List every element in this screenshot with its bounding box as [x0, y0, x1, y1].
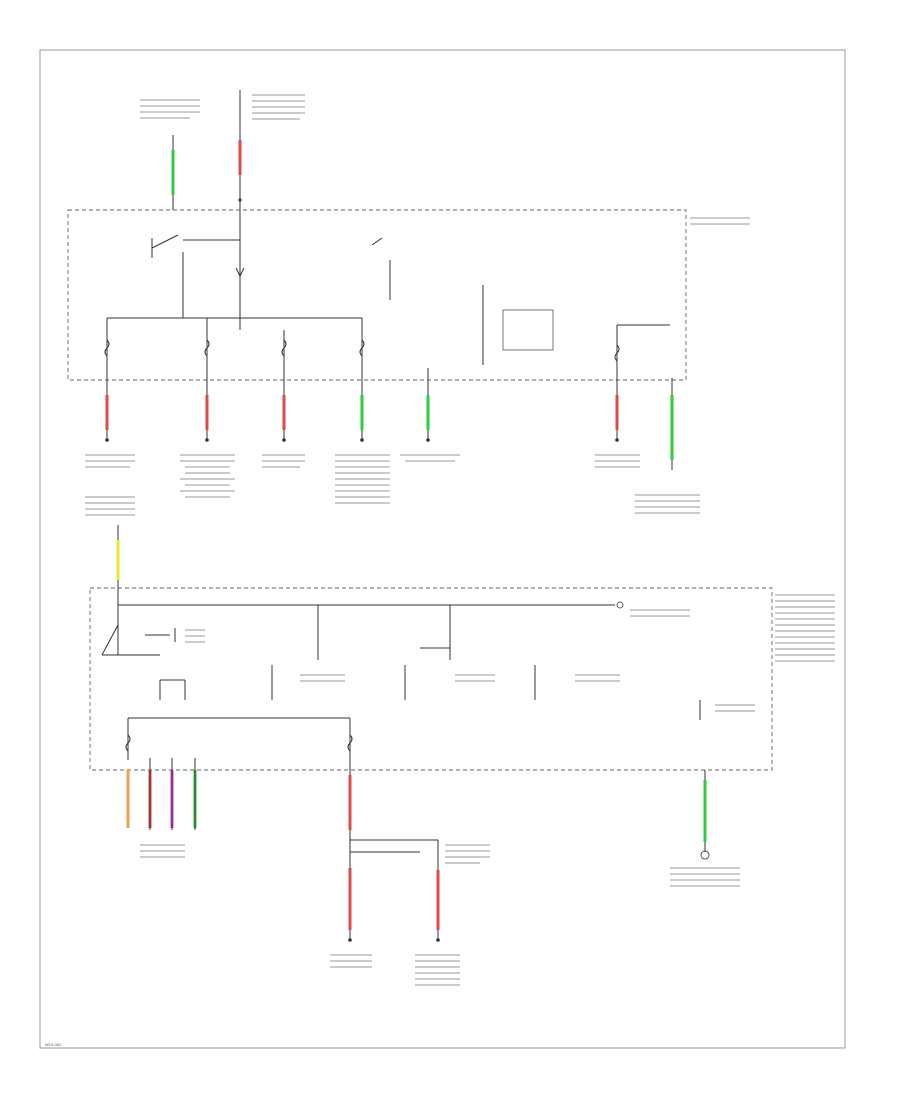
fuse-block-top-frame: [67, 209, 687, 381]
illegible-labels: [85, 94, 750, 516]
page-frame: [39, 49, 846, 1049]
bottom-module-internals: [101, 601, 701, 940]
illegible-labels-bottom: [140, 594, 835, 986]
top-output-wires: [105, 395, 674, 460]
top-module-internals: [104, 234, 673, 470]
fuse-block-bottom-frame: [89, 587, 773, 771]
footer-code: W14-062: [45, 1042, 62, 1047]
bottom-output-wires: [126, 758, 710, 942]
